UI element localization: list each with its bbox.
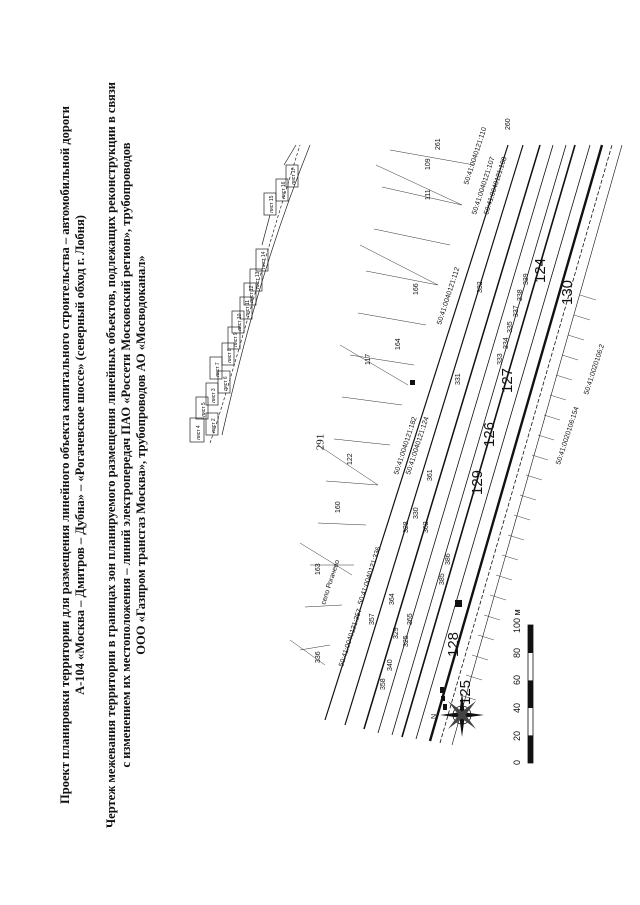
locality-label: село Рогачево	[320, 559, 341, 606]
scale-tick-label: 40	[512, 702, 522, 713]
parcel-number: 330	[413, 507, 420, 519]
boundary-ticks	[289, 149, 597, 701]
scale-tick-label: 100 м	[512, 609, 522, 633]
parcel-number: 385	[439, 573, 446, 585]
parcel-number: 337	[513, 305, 520, 317]
road-corridor	[324, 144, 623, 746]
north-label: N	[431, 714, 438, 719]
parcel-number: 122	[347, 453, 354, 465]
parcel-number: 328	[403, 521, 410, 533]
zone-number: 129	[469, 470, 486, 495]
cadastral-label: 50:41:0040121:257	[338, 608, 363, 668]
parcel-number: 336	[315, 651, 322, 663]
parcel-number: 361	[427, 469, 434, 481]
north-arrow-icon	[440, 693, 484, 737]
parcel-number: 335	[507, 321, 514, 333]
cadastral-label: 50:41:0020106:2	[583, 343, 606, 395]
sheet-label: лист 15	[269, 195, 275, 213]
parcel-number: 357	[369, 613, 376, 625]
scale-tick-label: 0	[512, 759, 522, 765]
parcel-number: 166	[413, 283, 420, 295]
zone-number: 126	[481, 422, 498, 447]
zone-number: 130	[559, 280, 576, 305]
sheet-label: лист 17	[291, 167, 297, 185]
sheet-label: лист 4	[196, 425, 202, 440]
zone-number: 128	[445, 632, 462, 657]
parcel-number: 332	[477, 281, 484, 293]
sheet-label: лист 7	[215, 362, 221, 377]
scale-bar	[527, 624, 534, 764]
parcel-number: 340	[387, 659, 394, 671]
parcel-number: 333	[497, 353, 504, 365]
parcel-number: 109	[425, 158, 432, 170]
parcel-number: 338	[517, 289, 524, 301]
parcel-number: 364	[389, 593, 396, 605]
sheet-label: лист 6	[223, 376, 229, 391]
zone-number: 127	[499, 368, 516, 393]
sheet-label: лист 2	[211, 418, 217, 433]
sheet-label: лист 16	[281, 181, 287, 199]
sheet-label: лист 14	[261, 251, 267, 269]
parcel-number: 339	[523, 273, 530, 285]
zone-number: 124	[532, 258, 549, 283]
parcel-number: 117	[365, 354, 372, 365]
sheet-label: лист 10	[237, 313, 243, 331]
sheet-label: лист 12	[249, 285, 255, 303]
sheet-label: лист 11	[245, 300, 251, 317]
zone-number: 125	[457, 680, 474, 705]
cadastral-label: 50:41:0020106:154	[555, 406, 580, 466]
parcel-number: 164	[395, 338, 402, 350]
parcel-number: 331	[455, 373, 462, 385]
cadastral-label: 50:41:0040121:112	[436, 266, 461, 325]
scale-bar-labels: 0 20 40 60 80 100 м	[512, 545, 532, 765]
parcel-number: 334	[503, 337, 510, 349]
sheet-index-map	[189, 144, 311, 444]
sheet-label: лист 13	[255, 271, 261, 289]
small-structures	[410, 380, 462, 710]
sheet-label: лист 9	[233, 332, 239, 347]
parcel-number: 362	[423, 521, 430, 533]
parcel-number: 329	[393, 627, 400, 639]
sheet-label: лист 5	[201, 402, 207, 417]
cadastral-label: 50:41:0040121:336	[357, 546, 382, 606]
parcel-number: 325	[403, 635, 410, 647]
parcel-number: 260	[505, 118, 512, 130]
parcel-number: 160	[335, 501, 342, 513]
parcel-number: 365	[407, 613, 414, 625]
scale-tick-label: 60	[512, 674, 522, 685]
sheet-label: лист 3	[211, 388, 217, 403]
sheet-label: лист 8	[227, 348, 233, 363]
parcel-number: 261	[435, 138, 442, 150]
parcel-number: 111	[425, 189, 432, 200]
parcel-number: 163	[315, 563, 322, 575]
parcel-number: 386	[445, 553, 452, 565]
parcel-number: 358	[380, 678, 387, 690]
scale-tick-label: 80	[512, 647, 522, 658]
scale-tick-label: 20	[512, 730, 522, 741]
